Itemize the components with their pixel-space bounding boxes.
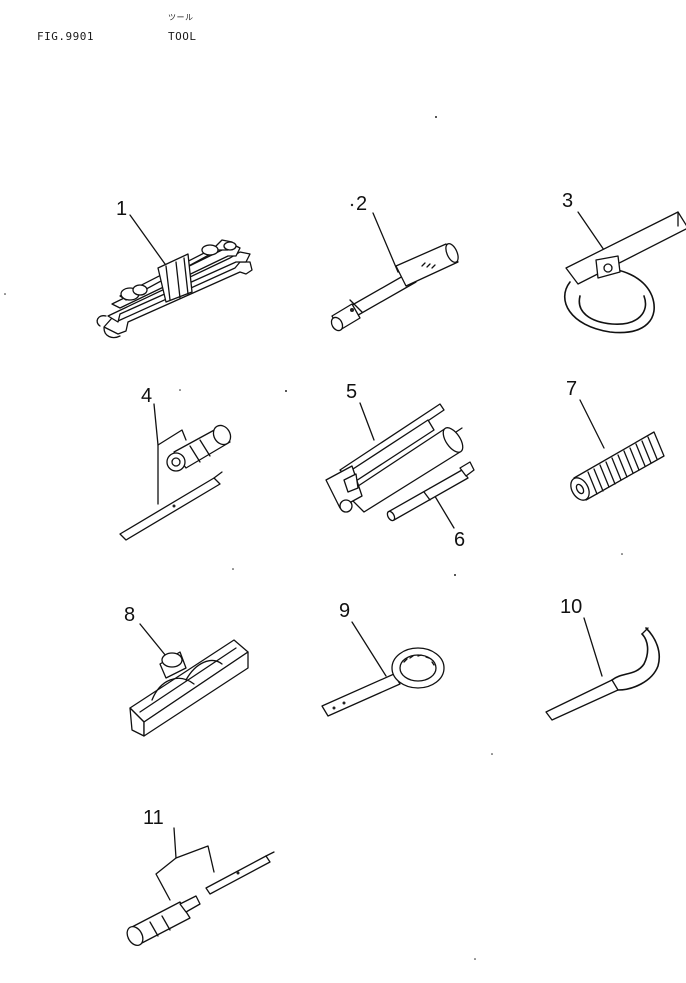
figure-number: FIG.9901 bbox=[37, 30, 94, 43]
callout-1: 1 bbox=[116, 198, 127, 220]
title-english: TOOL bbox=[168, 30, 197, 43]
part-10-hook-spanner: 10 bbox=[545, 596, 661, 721]
part-9-ring-wrench: 9 bbox=[321, 600, 445, 717]
scan-specks bbox=[4, 116, 623, 960]
ring-wrench-icon bbox=[321, 647, 445, 717]
part-4-screwdriver-set: 4 bbox=[119, 385, 232, 541]
callout-8: 8 bbox=[124, 604, 135, 626]
callout-10: 10 bbox=[560, 596, 582, 618]
part-11-screwdriver: 11 bbox=[126, 807, 275, 946]
filter-wrench-icon bbox=[564, 211, 686, 334]
screwdriver-icon bbox=[126, 851, 275, 946]
callout-4: 4 bbox=[141, 385, 152, 407]
title-japanese: ツール bbox=[168, 13, 194, 22]
part-7-hose: 7 bbox=[566, 378, 665, 501]
wrench-set-icon bbox=[96, 239, 253, 339]
tool-bag-icon bbox=[129, 639, 249, 737]
part-8-tool-bag: 8 bbox=[124, 604, 249, 737]
part-6-extension-bar: 6 bbox=[386, 461, 475, 551]
hose-icon bbox=[570, 431, 665, 501]
part-2-socket-wrench: 2 bbox=[330, 193, 459, 332]
callout-11: 11 bbox=[143, 807, 164, 829]
part-3-filter-wrench: 3 bbox=[562, 190, 686, 334]
screwdriver-set-icon bbox=[119, 424, 232, 541]
socket-wrench-icon bbox=[330, 242, 459, 332]
callout-5: 5 bbox=[346, 381, 357, 403]
callout-6: 6 bbox=[454, 529, 465, 551]
callout-2: 2 bbox=[356, 193, 367, 215]
callout-9: 9 bbox=[339, 600, 350, 622]
hook-spanner-icon bbox=[545, 627, 661, 721]
callout-3: 3 bbox=[562, 190, 573, 212]
extension-bar-icon bbox=[386, 461, 475, 522]
part-1-wrench-set: 1 bbox=[96, 198, 253, 339]
part-5-grease-gun: 5 bbox=[325, 381, 464, 513]
callout-7: 7 bbox=[566, 378, 577, 400]
grease-gun-icon bbox=[325, 403, 464, 513]
